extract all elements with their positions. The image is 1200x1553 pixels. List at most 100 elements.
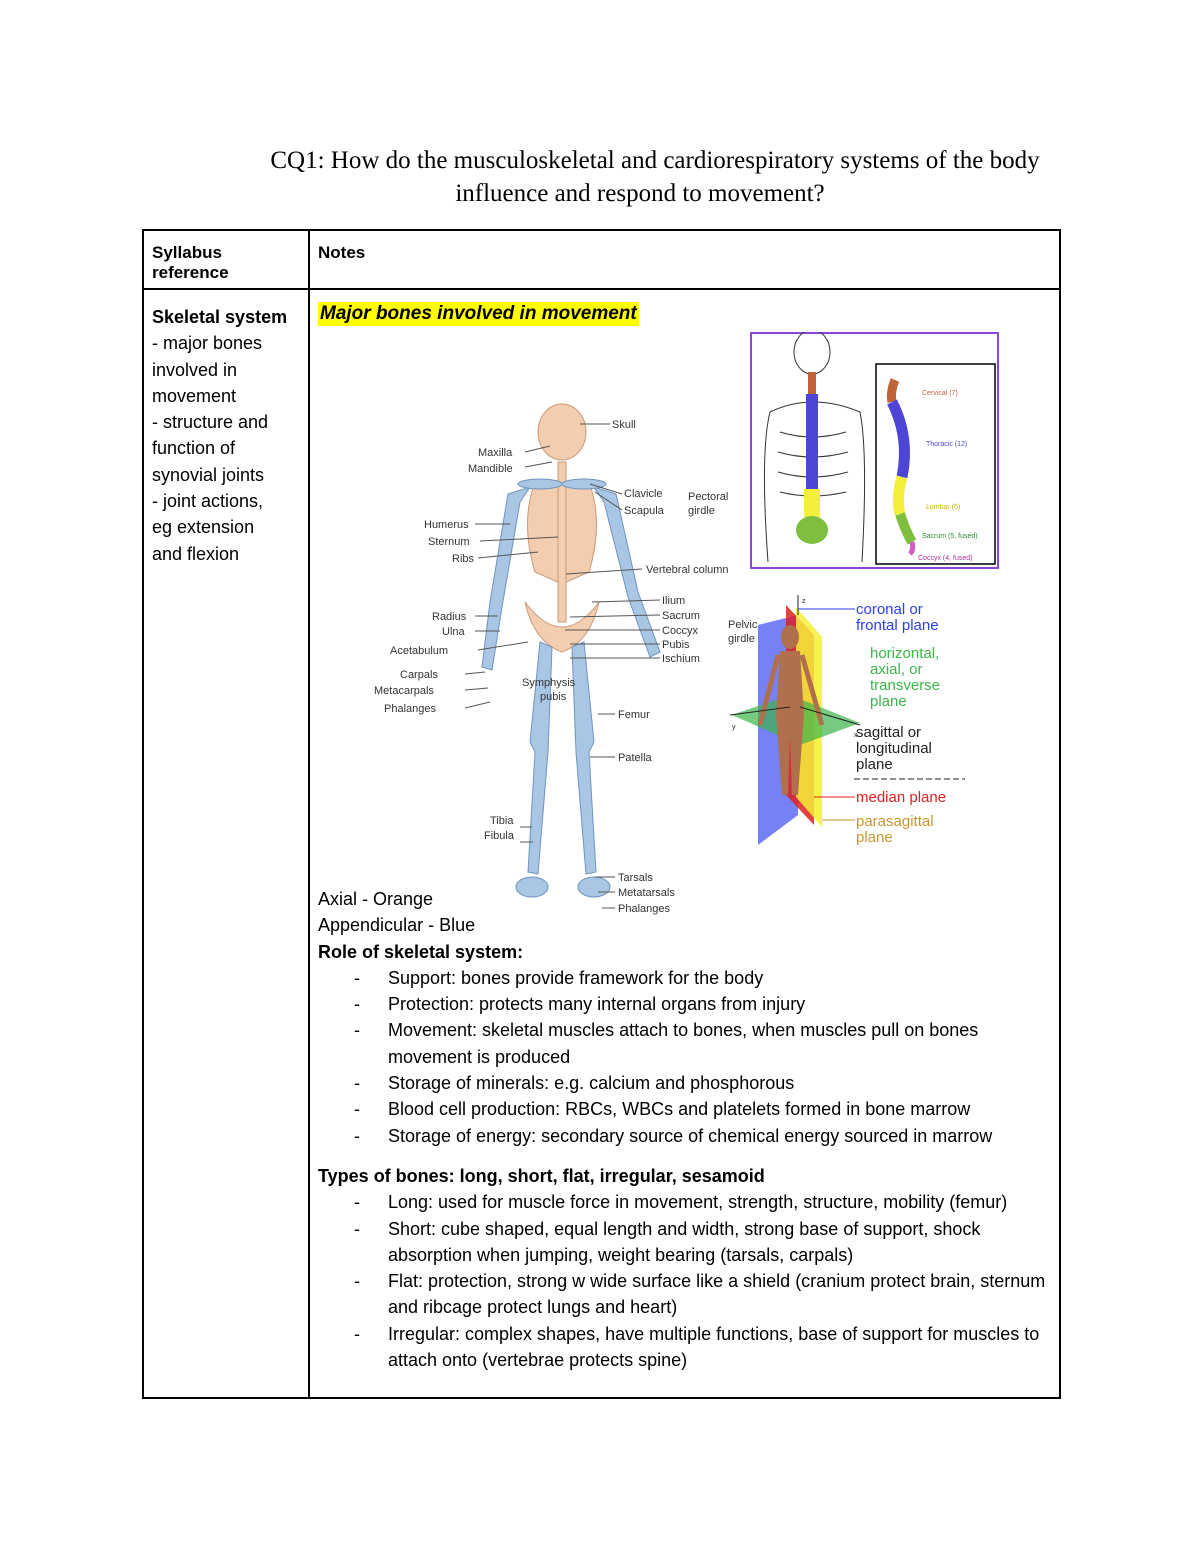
label-fibula: Fibula xyxy=(484,830,515,842)
list-item: Irregular: complex shapes, have multiple… xyxy=(354,1321,1058,1374)
lumbar-spine xyxy=(892,475,908,516)
label-ischium: Ischium xyxy=(662,653,700,665)
sacrum-spine xyxy=(895,512,917,545)
syllabus-line: - major bones xyxy=(152,333,263,354)
label-symphysis-1: Symphysis xyxy=(522,677,576,689)
list-item: Protection: protects many internal organ… xyxy=(354,991,1058,1018)
list-item: Blood cell production: RBCs, WBCs and pl… xyxy=(354,1096,1058,1123)
appendicular-note: Appendicular - Blue xyxy=(318,915,476,936)
cervical-region xyxy=(808,372,816,394)
label-pectoral-2: girdle xyxy=(688,505,715,517)
label-lumbar: Lumbar (5) xyxy=(926,504,960,511)
spine-diagram: Cervical (7) Thoracic (12) Lumbar (5) Sa… xyxy=(750,332,999,569)
axis-x-label: x xyxy=(854,732,858,739)
pelvis-bone xyxy=(524,601,600,653)
table-row: Skeletal system - major bones involved i… xyxy=(142,288,1061,1399)
skeleton-diagram: Skull Maxilla Mandible Clavicle Scapula … xyxy=(374,403,758,915)
label-sacrum: Sacrum xyxy=(662,610,700,622)
thoracic-spine xyxy=(887,399,910,479)
label-phalanges-foot: Phalanges xyxy=(618,903,670,915)
title-line-1: CQ1: How do the musculoskeletal and card… xyxy=(270,147,1040,174)
label-sacrum-spine: Sacrum (5, fused) xyxy=(922,533,978,540)
label-pubis: Pubis xyxy=(662,639,690,651)
label-acetabulum: Acetabulum xyxy=(390,645,448,657)
list-item: Short: cube shaped, equal length and wid… xyxy=(354,1216,1058,1269)
body-figure xyxy=(776,651,804,795)
notes-header: Notes xyxy=(308,229,1061,290)
label-metatarsals: Metatarsals xyxy=(618,887,675,899)
syllabus-header: Syllabus reference xyxy=(142,229,310,290)
notes-table: Syllabus reference Notes Skeletal system… xyxy=(142,229,1061,1399)
label-pelvic-1: Pelvic xyxy=(728,619,758,631)
label-ilium: Ilium xyxy=(662,595,685,607)
list-item: Flat: protection, strong w wide surface … xyxy=(354,1268,1058,1321)
right-leg-bone xyxy=(571,641,597,875)
label-humerus: Humerus xyxy=(424,519,469,531)
axis-z-label: z xyxy=(802,598,806,605)
notes-text: Axial - Orange Appendicular - Blue Role … xyxy=(318,886,1058,1373)
title-line-2: influence and respond to movement? xyxy=(455,180,825,207)
label-femur: Femur xyxy=(618,709,650,721)
label-skull: Skull xyxy=(612,419,636,431)
label-clavicle: Clavicle xyxy=(624,488,663,500)
label-coccyx-spine: Coccyx (4, fused) xyxy=(918,555,972,562)
label-parasagittal-1: parasagittal xyxy=(856,813,934,830)
role-heading: Role of skeletal system: xyxy=(318,941,524,962)
label-metacarpals: Metacarpals xyxy=(374,685,434,697)
body-head xyxy=(781,625,799,649)
left-leg-bone xyxy=(527,641,553,875)
label-maxilla: Maxilla xyxy=(478,447,513,459)
notes-heading: Major bones involved in movement xyxy=(318,302,639,326)
left-shoulder-bone xyxy=(517,478,563,490)
syllabus-line: - joint actions, xyxy=(152,491,264,512)
label-patella: Patella xyxy=(618,752,653,764)
syllabus-line: involved in xyxy=(152,359,238,380)
label-sternum: Sternum xyxy=(428,536,470,548)
label-mandible: Mandible xyxy=(468,463,513,475)
lumbar-region xyxy=(804,489,820,517)
syllabus-cell: Skeletal system - major bones involved i… xyxy=(142,288,310,1399)
syllabus-line: eg extension xyxy=(152,517,255,538)
list-item: Storage of energy: secondary source of c… xyxy=(354,1123,1058,1150)
right-arm-bone xyxy=(592,486,661,658)
label-horizontal-3: transverse xyxy=(870,677,940,694)
list-item: Movement: skeletal muscles attach to bon… xyxy=(354,1017,1058,1070)
sacrum-region xyxy=(796,516,828,544)
spine-bone xyxy=(557,461,567,623)
label-coronal-2: frontal plane xyxy=(856,617,939,634)
cervical-spine xyxy=(886,378,900,403)
thoracic-region xyxy=(806,394,818,489)
syllabus-line: synovial joints xyxy=(152,464,265,485)
right-shoulder-bone xyxy=(561,478,607,490)
label-phalanges-hand: Phalanges xyxy=(384,703,436,715)
coccyx-spine xyxy=(908,541,916,556)
label-sagittal-3: plane xyxy=(856,756,893,773)
label-median: median plane xyxy=(856,789,946,806)
label-coccyx: Coccyx xyxy=(662,625,699,637)
left-foot-bone xyxy=(515,876,549,898)
axis-y-label: y xyxy=(732,724,736,731)
syllabus-line: - structure and xyxy=(152,412,269,433)
table-header-row: Syllabus reference Notes xyxy=(142,229,1061,290)
role-list: Support: bones provide framework for the… xyxy=(318,965,1058,1149)
label-radius: Radius xyxy=(432,611,467,623)
label-ulna: Ulna xyxy=(442,626,466,638)
syllabus-line: movement xyxy=(152,385,237,406)
skull-bone xyxy=(537,403,587,461)
label-ribs: Ribs xyxy=(452,553,475,565)
axial-note: Axial - Orange xyxy=(318,889,434,909)
label-vertebral-column: Vertebral column xyxy=(646,564,729,576)
label-horizontal-4: plane xyxy=(870,693,907,710)
left-arm-bone xyxy=(481,486,532,671)
label-horizontal-2: axial, or xyxy=(870,661,923,678)
label-sagittal-1: sagittal or xyxy=(856,724,921,741)
types-list: Long: used for muscle force in movement,… xyxy=(318,1189,1058,1373)
syllabus-line: and flexion xyxy=(152,543,240,564)
label-pelvic-2: girdle xyxy=(728,633,755,645)
label-carpals: Carpals xyxy=(400,669,438,681)
page-title: CQ1: How do the musculoskeletal and card… xyxy=(140,144,1140,210)
label-tarsals: Tarsals xyxy=(618,872,653,884)
list-item: Storage of minerals: e.g. calcium and ph… xyxy=(354,1070,1058,1097)
label-parasagittal-2: plane xyxy=(856,829,893,846)
label-scapula: Scapula xyxy=(624,505,665,517)
